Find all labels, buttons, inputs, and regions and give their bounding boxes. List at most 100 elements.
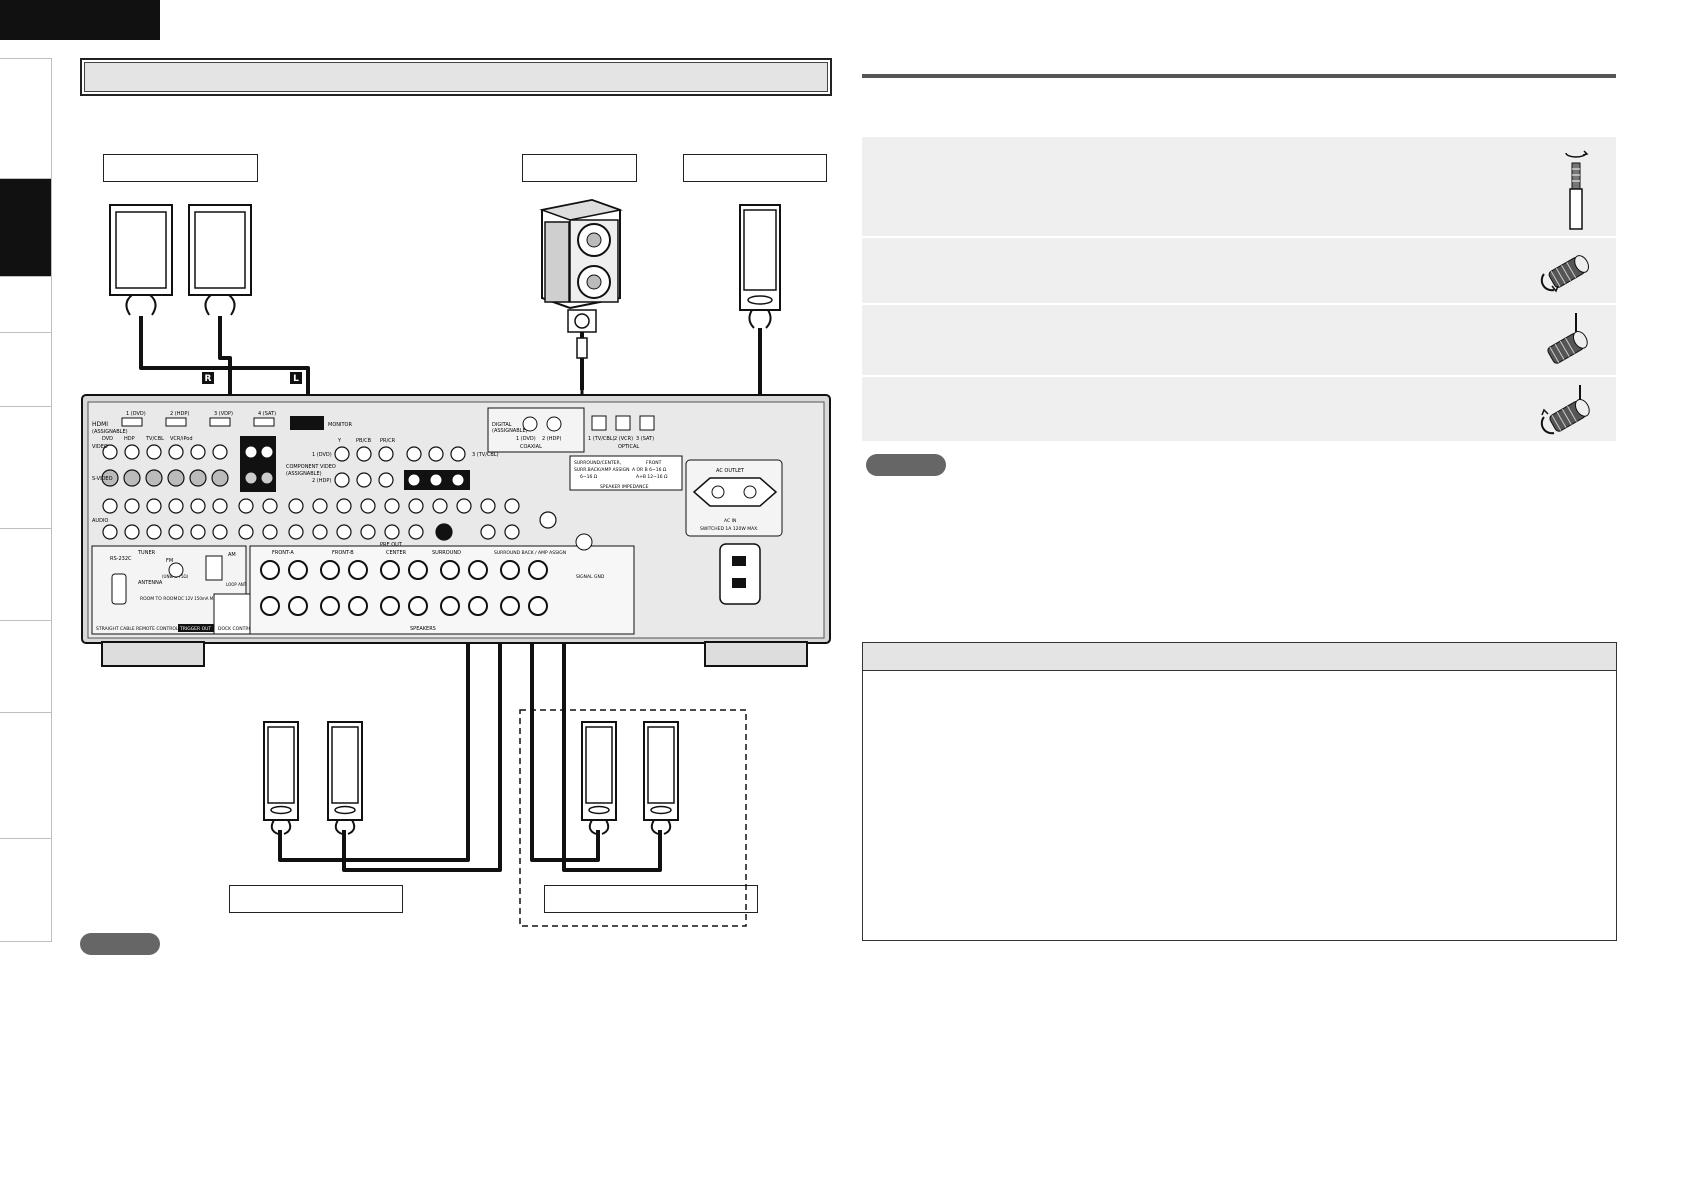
panel-label: COMPONENT VIDEO xyxy=(286,464,336,470)
panel-label: SPEAKERS xyxy=(410,626,436,632)
panel-label: 1 (DVD) xyxy=(312,452,332,458)
side-nav-item-7[interactable] xyxy=(0,620,51,712)
panel-label: STRAIGHT CABLE xyxy=(96,626,135,632)
panel-label: 2 (HDP) xyxy=(542,436,561,442)
panel-label: ROOM TO ROOM xyxy=(140,596,177,602)
tighten-terminal-icon xyxy=(1540,385,1590,435)
panel-label: PR/CR xyxy=(380,438,396,444)
panel-label: SIGNAL GND xyxy=(576,574,605,580)
panel-label: 6~16 Ω xyxy=(580,474,598,480)
panel-label: AC OUTLET xyxy=(716,468,745,474)
panel-label: DOCK CONTROL xyxy=(218,626,255,632)
panel-label: TV/CBL xyxy=(145,436,164,442)
optical-jacks xyxy=(591,415,655,431)
note-label-left xyxy=(80,933,160,955)
loosen-terminal-icon xyxy=(1540,255,1589,293)
panel-label: SPEAKER IMPEDANCE xyxy=(600,484,649,490)
panel-label: DC 12V 150mA MAX. xyxy=(178,596,220,601)
panel-label: FRONT-A xyxy=(272,550,294,556)
side-nav xyxy=(0,58,52,942)
panel-label: 1 (DVD) xyxy=(126,411,146,417)
surround-back-left-speaker xyxy=(581,721,617,835)
panel-label: VIDEO xyxy=(92,444,108,450)
side-nav-item-5[interactable] xyxy=(0,406,51,528)
front-right-speaker xyxy=(188,204,252,296)
subwoofer-label xyxy=(522,154,637,182)
side-nav-item-3[interactable] xyxy=(0,276,51,332)
component-jacks xyxy=(334,446,466,488)
speaker-terminals xyxy=(260,560,548,616)
panel-label: FM xyxy=(166,558,173,564)
panel-label: SWITCHED 1A 120W MAX. xyxy=(700,526,759,532)
panel-label: S-VIDEO xyxy=(92,476,113,482)
panel-label: REMOTE CONTROL xyxy=(136,626,179,632)
side-nav-item-6[interactable] xyxy=(0,528,51,620)
panel-label: COAXIAL xyxy=(520,444,542,450)
panel-label: 2 (VCR) xyxy=(614,436,633,442)
step-3 xyxy=(862,305,1616,377)
step-2 xyxy=(862,238,1616,305)
connection-steps-panel xyxy=(862,137,1616,441)
panel-label: TRIGGER OUT xyxy=(179,626,211,632)
center-speaker-label xyxy=(683,154,827,182)
top-section-tab[interactable] xyxy=(0,0,160,40)
info-table-body xyxy=(863,671,1616,691)
panel-label: 2 (HDP) xyxy=(312,478,331,484)
side-nav-item-2-active[interactable] xyxy=(0,178,51,276)
panel-label-hdmi: HDMI xyxy=(92,421,108,428)
insert-wire-icon xyxy=(1547,313,1588,364)
receiver-back-panel: HDMI (ASSIGNABLE) 1 (DVD) 2 (HDP) 3 (VDP… xyxy=(81,394,831,667)
video-jacks xyxy=(101,444,229,487)
note-label-right xyxy=(866,454,946,476)
subwoofer-speaker xyxy=(539,198,623,333)
panel-label: (ASSIGNABLE) xyxy=(286,471,322,477)
panel-label: (ASSIGNABLE) xyxy=(92,429,128,435)
panel-label: RS-232C xyxy=(110,556,132,562)
panel-label: AUDIO xyxy=(92,518,108,524)
audio-jacks xyxy=(102,498,557,541)
panel-label: PB/CB xyxy=(356,438,372,444)
stripped-wire-icon xyxy=(1565,150,1589,230)
surround-right-speaker xyxy=(327,721,363,835)
side-nav-item-1[interactable] xyxy=(0,58,51,178)
panel-label: 2 (HDP) xyxy=(170,411,189,417)
section-title-bar xyxy=(80,58,832,96)
panel-label: 3 (VDP) xyxy=(214,411,233,417)
panel-label: FRONT-B xyxy=(332,550,354,556)
center-speaker xyxy=(739,204,781,329)
front-left-speaker xyxy=(109,204,173,296)
panel-label: Y xyxy=(337,438,342,444)
panel-label: 3 (SAT) xyxy=(636,436,654,442)
side-nav-item-9[interactable] xyxy=(0,838,51,942)
panel-label: SURROUND/CENTER, xyxy=(574,460,621,466)
panel-label: AC IN xyxy=(724,518,736,524)
marker-r-front xyxy=(202,372,214,384)
side-nav-item-8[interactable] xyxy=(0,712,51,838)
surround-back-right-speaker xyxy=(643,721,679,835)
speaker-connection-diagram: R L R L R L HDMI (ASSIGNABLE) 1 (DVD) 2 … xyxy=(81,198,831,927)
panel-label: 4 (SAT) xyxy=(258,411,276,417)
surround-speakers-label xyxy=(229,885,403,913)
panel-label: CENTER xyxy=(386,550,407,556)
step-1 xyxy=(862,137,1616,238)
surround-left-speaker xyxy=(263,721,299,835)
panel-label: HDP xyxy=(124,436,135,442)
panel-label: LOOP ANT xyxy=(226,582,247,587)
panel-label: PRE OUT xyxy=(380,542,403,548)
marker-l-front xyxy=(290,372,302,384)
heading-rule xyxy=(862,74,1616,78)
channel-marker-text: R xyxy=(205,374,212,384)
panel-label: A+B 12~16 Ω xyxy=(636,474,668,480)
panel-label: VCR/iPod xyxy=(170,436,193,442)
surround-back-speakers-label xyxy=(544,885,758,913)
panel-label: A OR B 6~16 Ω xyxy=(632,467,667,473)
panel-label: (ASSIGNABLE) xyxy=(492,428,528,434)
side-nav-item-4[interactable] xyxy=(0,332,51,406)
surround-back-dashed-box xyxy=(519,709,747,927)
info-table-header xyxy=(863,643,1616,671)
panel-label: AM xyxy=(228,552,236,558)
panel-label: DIGITAL xyxy=(492,422,512,428)
step-4 xyxy=(862,377,1616,441)
panel-label: SURROUND BACK / AMP ASSIGN xyxy=(494,550,566,556)
info-table xyxy=(862,642,1617,941)
